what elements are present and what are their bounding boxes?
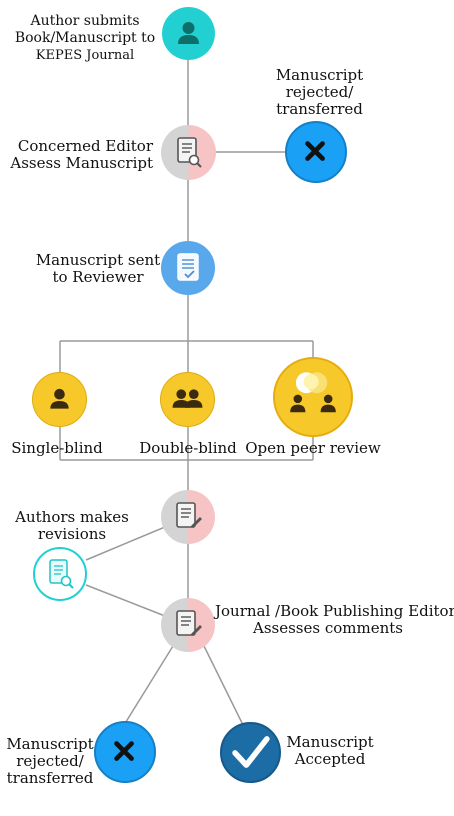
editor-assess-node (161, 125, 216, 180)
author-submit-node (162, 7, 215, 60)
document-search-icon (177, 137, 202, 168)
document-search-icon (49, 559, 74, 589)
open-peer-review-node (273, 357, 353, 437)
publishing-editor-node (161, 598, 215, 652)
accepted-label: Manuscript Accepted (286, 733, 374, 768)
authors-revisions-label: Authors makes revisions (15, 508, 129, 543)
user-icon (178, 22, 199, 44)
revision-node (161, 490, 215, 544)
single-person-icon (50, 388, 69, 409)
open-peer-review-label: Open peer review (245, 439, 381, 457)
rejected-bottom-node (94, 721, 156, 783)
author-submits-label: Author submits Book/Manuscript to KEPES … (14, 13, 156, 63)
sent-reviewer-label: Manuscript sent to Reviewer (35, 251, 161, 286)
single-blind-label: Single-blind (11, 439, 103, 457)
sent-to-reviewer-node (161, 241, 215, 295)
concerned-editor-label: Concerned Editor Assess Manuscript (10, 137, 153, 172)
accepted-node (220, 722, 281, 783)
double-blind-node (160, 372, 215, 427)
double-blind-label: Double-blind (139, 439, 237, 457)
group-speech-icon (290, 372, 336, 413)
close-icon (305, 141, 325, 161)
rejected-top-node (285, 121, 347, 183)
document-edit-icon (176, 502, 202, 528)
close-icon (114, 741, 134, 761)
single-blind-node (32, 372, 87, 427)
rejected-top-label: Manuscript rejected/ transferred (275, 66, 364, 118)
document-check-icon (177, 253, 199, 281)
checkmark-icon (232, 736, 270, 768)
document-edit-icon (176, 610, 202, 636)
two-people-icon (172, 389, 203, 408)
publishing-editor-label: Journal /Book Publishing Editor Assesses… (215, 602, 454, 637)
author-revisions-node (33, 547, 87, 601)
rejected-bottom-label: Manuscript rejected/ transferred (6, 735, 94, 787)
